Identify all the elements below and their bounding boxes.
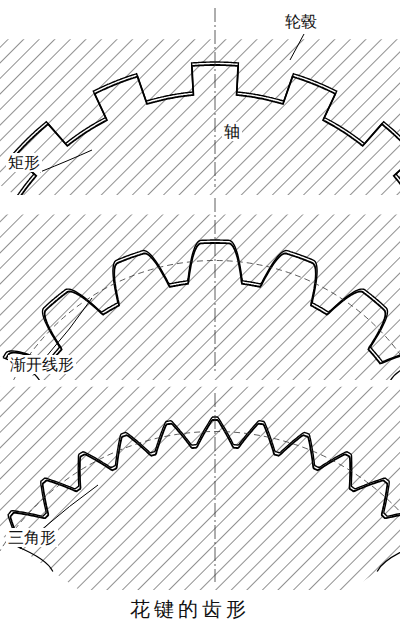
break-line: [391, 358, 400, 380]
shaft-profile: [11, 420, 400, 549]
triangular-spline: [0, 385, 400, 590]
profile-name: 渐开线形: [8, 355, 76, 374]
hub-section: [0, 387, 400, 547]
center-line: [215, 8, 216, 187]
profile-name: 三角形: [6, 528, 58, 547]
break-line: [377, 547, 400, 572]
hub-section: [0, 214, 400, 361]
pitch-circle: [0, 432, 400, 555]
hub-profile: [13, 62, 400, 195]
center-line: [215, 198, 216, 372]
hub-section: [0, 39, 400, 195]
rectangular-spline: [0, 0, 400, 195]
center-line: [215, 393, 216, 582]
hub-profile: [8, 417, 400, 547]
hub-profile: [3, 240, 400, 362]
break-line: [18, 547, 53, 572]
part-name: 轴: [222, 122, 242, 141]
leader-line: [40, 150, 92, 172]
involute-spline: [0, 190, 400, 380]
leader-line: [40, 485, 98, 531]
caption: 花键的齿形: [130, 596, 250, 623]
part-name: 轮毂: [283, 12, 319, 31]
leader-line: [45, 298, 92, 358]
shaft-profile: [15, 65, 400, 195]
leader-line: [290, 34, 304, 60]
profile-name: 矩形: [6, 153, 42, 172]
